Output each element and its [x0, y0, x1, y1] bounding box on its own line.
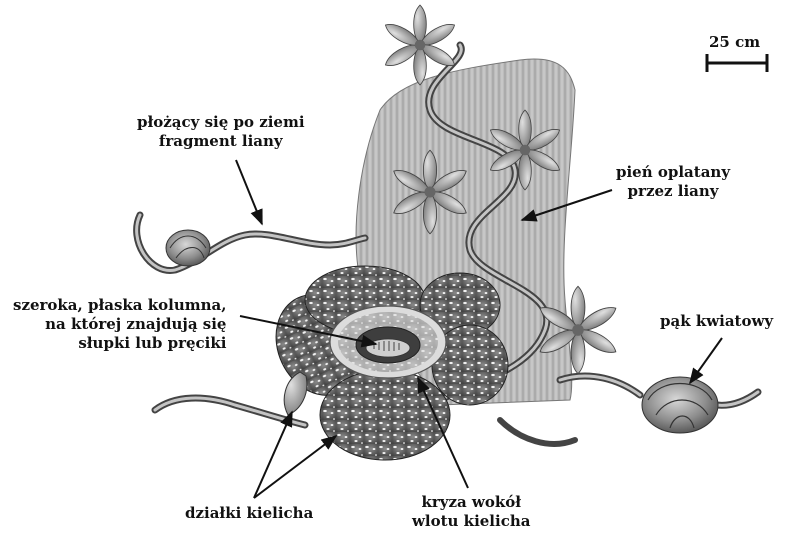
scale-bar-label: 25 cm — [709, 33, 760, 52]
label-liana-line-2: fragment liany — [137, 132, 305, 151]
label-ruff-line-1: kryza wokół — [412, 493, 530, 512]
label-ruff-line-2: wlotu kielicha — [412, 512, 530, 531]
leader-liana — [236, 160, 262, 224]
label-trunk-line-1: pień oplatany — [616, 163, 730, 182]
label-liana-line-1: płożący się po ziemi — [137, 113, 305, 132]
label-trunk-line-2: przez liany — [616, 182, 730, 201]
label-trunk: pień oplatany przez liany — [616, 163, 730, 201]
label-bud: pąk kwiatowy — [660, 312, 773, 331]
label-liana-fragment: płożący się po ziemi fragment liany — [137, 113, 305, 151]
sepal — [284, 372, 307, 415]
label-ruff: kryza wokół wlotu kielicha — [412, 493, 530, 531]
leader-bud — [690, 338, 722, 383]
leader-sepal-2 — [254, 436, 336, 498]
label-sepals: działki kielicha — [185, 504, 313, 523]
label-column-line-1: szeroka, płaska kolumna, — [13, 296, 226, 315]
label-column: szeroka, płaska kolumna, na której znajd… — [13, 296, 226, 353]
label-column-line-3: słupki lub pręciki — [13, 334, 226, 353]
column-disk — [366, 339, 410, 357]
rafflesia-flower — [260, 266, 508, 460]
label-column-line-2: na której znajdują się — [13, 315, 226, 334]
leader-sepal-1 — [254, 412, 292, 498]
small-bud-left — [166, 230, 210, 266]
flower-bud-right — [642, 377, 718, 433]
scale-bar-graphic — [707, 54, 767, 72]
